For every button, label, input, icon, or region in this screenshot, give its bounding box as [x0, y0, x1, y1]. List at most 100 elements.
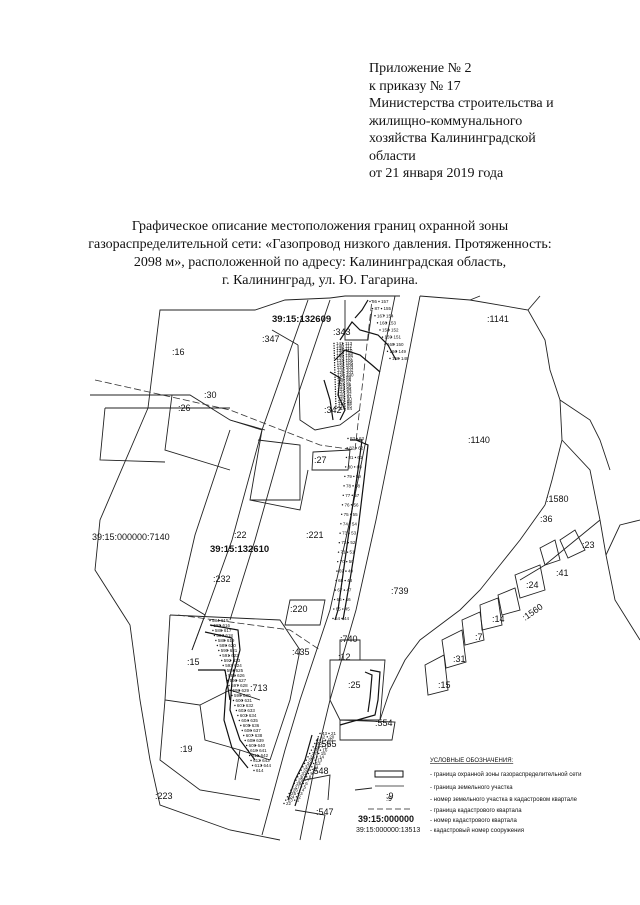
boundary-point-number: 599 — [234, 693, 242, 698]
boundary-point-number: 61 — [357, 455, 363, 460]
plot-number: :9 — [386, 791, 394, 801]
boundary-point-number: 43 — [322, 731, 328, 736]
boundary-point-number: 628 — [240, 683, 248, 688]
plot-number: :30 — [204, 390, 217, 400]
plot-number: :220 — [290, 604, 308, 614]
boundary-point-number: 41 — [319, 738, 325, 743]
boundary-point-number: 139 — [336, 346, 344, 351]
plot-number: :16 — [172, 347, 185, 357]
boundary-point-marker — [333, 357, 336, 359]
boundary-point-marker — [244, 709, 247, 712]
boundary-point-number: 105 — [346, 360, 354, 365]
boundary-point-number: 604 — [241, 718, 249, 723]
boundary-point-number: 614 — [256, 768, 264, 773]
plot-number: :27 — [314, 455, 327, 465]
boundary-point-number: 586 — [215, 628, 223, 633]
boundary-point-marker — [302, 782, 304, 785]
boundary-point-number: 153 — [389, 320, 397, 325]
boundary-point-marker — [334, 388, 337, 390]
boundary-point-number: 636 — [252, 723, 260, 728]
boundary-point-marker — [378, 300, 380, 303]
boundary-point-marker — [333, 608, 335, 610]
boundary-point-marker — [223, 669, 226, 672]
boundary-point-marker — [295, 796, 298, 798]
boundary-point-marker — [342, 354, 345, 357]
boundary-point-number: 56 — [353, 502, 359, 507]
legend-structure-sample: 39:15:000000:13513 — [356, 827, 420, 834]
boundary-point-marker — [344, 466, 347, 468]
appendix-line: Приложение № 2 — [369, 61, 472, 76]
boundary-point-number: 28 — [296, 781, 302, 786]
boundary-point-number: 611 — [252, 753, 260, 758]
boundary-point-marker — [309, 752, 311, 755]
boundary-point-marker — [248, 754, 251, 757]
boundary-point-number: 1 — [297, 798, 300, 803]
legend-plot-sample: :9 — [386, 796, 392, 803]
plot-number: :739 — [391, 586, 409, 596]
boundary-point-number: 127 — [337, 375, 345, 380]
boundary-point-number: 590 — [221, 648, 229, 653]
boundary-point-number: 630 — [243, 693, 251, 698]
boundary-point-marker — [237, 714, 239, 717]
boundary-point-marker — [334, 383, 336, 386]
boundary-point-marker — [256, 749, 258, 752]
boundary-point-number: 64 — [335, 616, 341, 621]
boundary-point-number: 159 — [385, 335, 393, 340]
boundary-point-number: 126 — [337, 377, 345, 382]
boundary-point-number: 99 — [346, 375, 352, 380]
plot-number: 39:15:000000:7140 — [92, 532, 170, 542]
boundary-point-number: 156 — [392, 356, 400, 361]
boundary-point-marker — [222, 634, 225, 637]
boundary-point-number: 605 — [243, 723, 251, 728]
boundary-point-marker — [321, 746, 323, 748]
boundary-point-number: 104 — [346, 363, 354, 368]
boundary-point-marker — [334, 390, 337, 393]
boundary-point-marker — [328, 732, 330, 735]
boundary-point-number: 94 — [346, 387, 352, 392]
boundary-point-marker — [371, 307, 374, 310]
boundary-point-number: 31 — [301, 771, 307, 776]
boundary-point-number: 120 — [338, 392, 346, 397]
boundary-point-number: 593 — [225, 663, 233, 668]
boundary-point-number: 9 — [310, 771, 313, 776]
boundary-point-number: 21 — [331, 731, 337, 736]
boundary-point-number: 136 — [336, 353, 344, 358]
boundary-point-number: 101 — [346, 370, 354, 375]
boundary-point-number: 131 — [337, 365, 345, 370]
plot-number: :555 — [319, 739, 337, 749]
boundary-point-marker — [293, 782, 295, 785]
boundary-point-number: 100 — [346, 372, 354, 377]
boundary-point-number: 26 — [293, 788, 299, 793]
boundary-point-number: 123 — [337, 384, 345, 389]
boundary-point-marker — [319, 749, 322, 751]
boundary-point-marker — [317, 736, 319, 738]
boundary-point-marker — [334, 395, 337, 398]
boundary-point-number: 20 — [329, 734, 335, 739]
boundary-point-marker — [221, 659, 223, 662]
boundary-point-number: 141 — [336, 341, 344, 346]
boundary-point-marker — [333, 352, 335, 354]
boundary-point-marker — [332, 617, 334, 620]
boundary-point-marker — [383, 315, 385, 317]
plot-number: :1580 — [546, 494, 569, 504]
boundary-point-number: 619 — [227, 638, 235, 643]
title-line: г. Калининград, ул. Ю. Гагарина. — [221, 273, 419, 288]
appendix-line: Министерства строительства и — [369, 96, 554, 111]
plot-number: :12 — [338, 652, 351, 662]
boundary-point-marker — [380, 307, 383, 310]
boundary-point-number: 132 — [337, 363, 345, 368]
boundary-point-number: 69 — [339, 569, 345, 574]
boundary-point-marker — [302, 766, 304, 768]
boundary-point-number: 96 — [346, 382, 352, 387]
boundary-point-marker — [303, 762, 306, 765]
boundary-point-marker — [342, 359, 345, 362]
boundary-point-number: 92 — [347, 392, 353, 397]
boundary-point-marker — [221, 629, 223, 632]
boundary-point-marker — [351, 494, 353, 497]
boundary-point-marker — [333, 362, 336, 364]
boundary-point-number: 90 — [347, 396, 353, 401]
boundary-point-number: 154 — [386, 313, 394, 318]
boundary-point-marker — [319, 732, 321, 735]
boundary-point-number: 14 — [319, 754, 325, 759]
boundary-point-marker — [245, 744, 248, 747]
